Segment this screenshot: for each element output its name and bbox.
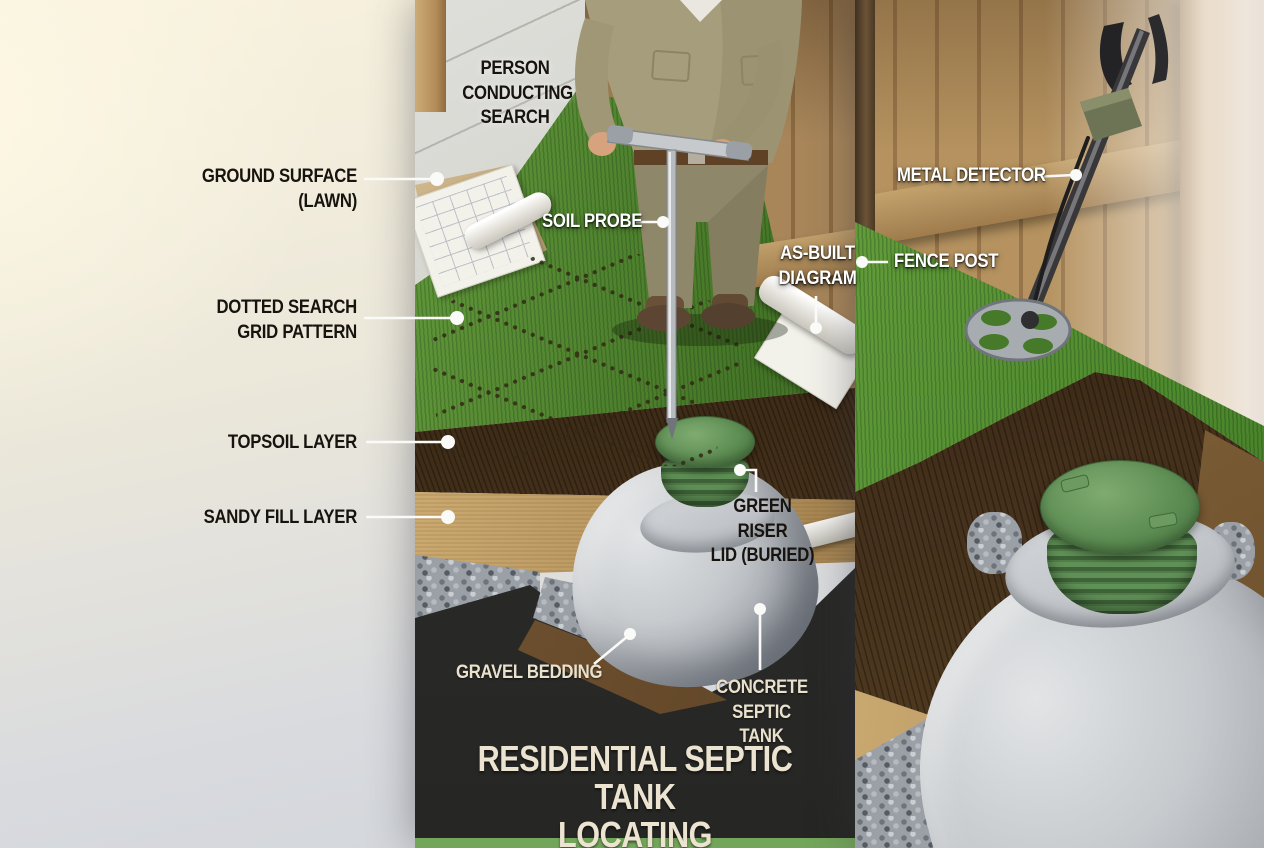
infographic-title: RESIDENTIAL SEPTIC TANK LOCATING INFOGRA… xyxy=(477,738,793,848)
label-as-built-diagram: AS-BUILT DIAGRAM xyxy=(778,243,857,289)
lid-tab xyxy=(1059,473,1091,494)
label-green-riser-lid: GREEN RISER LID (BURIED) xyxy=(710,496,815,567)
footer-accent-strip xyxy=(415,838,855,848)
label-metal-detector: METAL DETECTOR xyxy=(897,165,1046,186)
label-concrete-septic-tank: CONCRETE SEPTIC TANK xyxy=(716,677,808,748)
lid-tab xyxy=(1148,511,1178,530)
green-riser-lid xyxy=(655,416,755,468)
label-person-conducting-search: PERSON CONDUCTING SEARCH xyxy=(462,58,573,129)
label-soil-probe: SOIL PROBE xyxy=(542,211,643,232)
label-dotted-search-grid: DOTTED SEARCH GRID PATTERN xyxy=(216,297,357,343)
label-ground-surface: GROUND SURFACE (LAWN) xyxy=(201,166,357,212)
right-scene-panel xyxy=(855,0,1264,848)
green-riser-lid-right xyxy=(1040,460,1200,554)
fence-post-left xyxy=(415,0,446,112)
label-gravel-bedding: GRAVEL BEDDING xyxy=(456,662,603,683)
label-topsoil-layer: TOPSOIL LAYER xyxy=(227,432,357,453)
label-sandy-fill-layer: SANDY FILL LAYER xyxy=(203,507,358,528)
label-fence-post: FENCE POST xyxy=(894,251,999,272)
